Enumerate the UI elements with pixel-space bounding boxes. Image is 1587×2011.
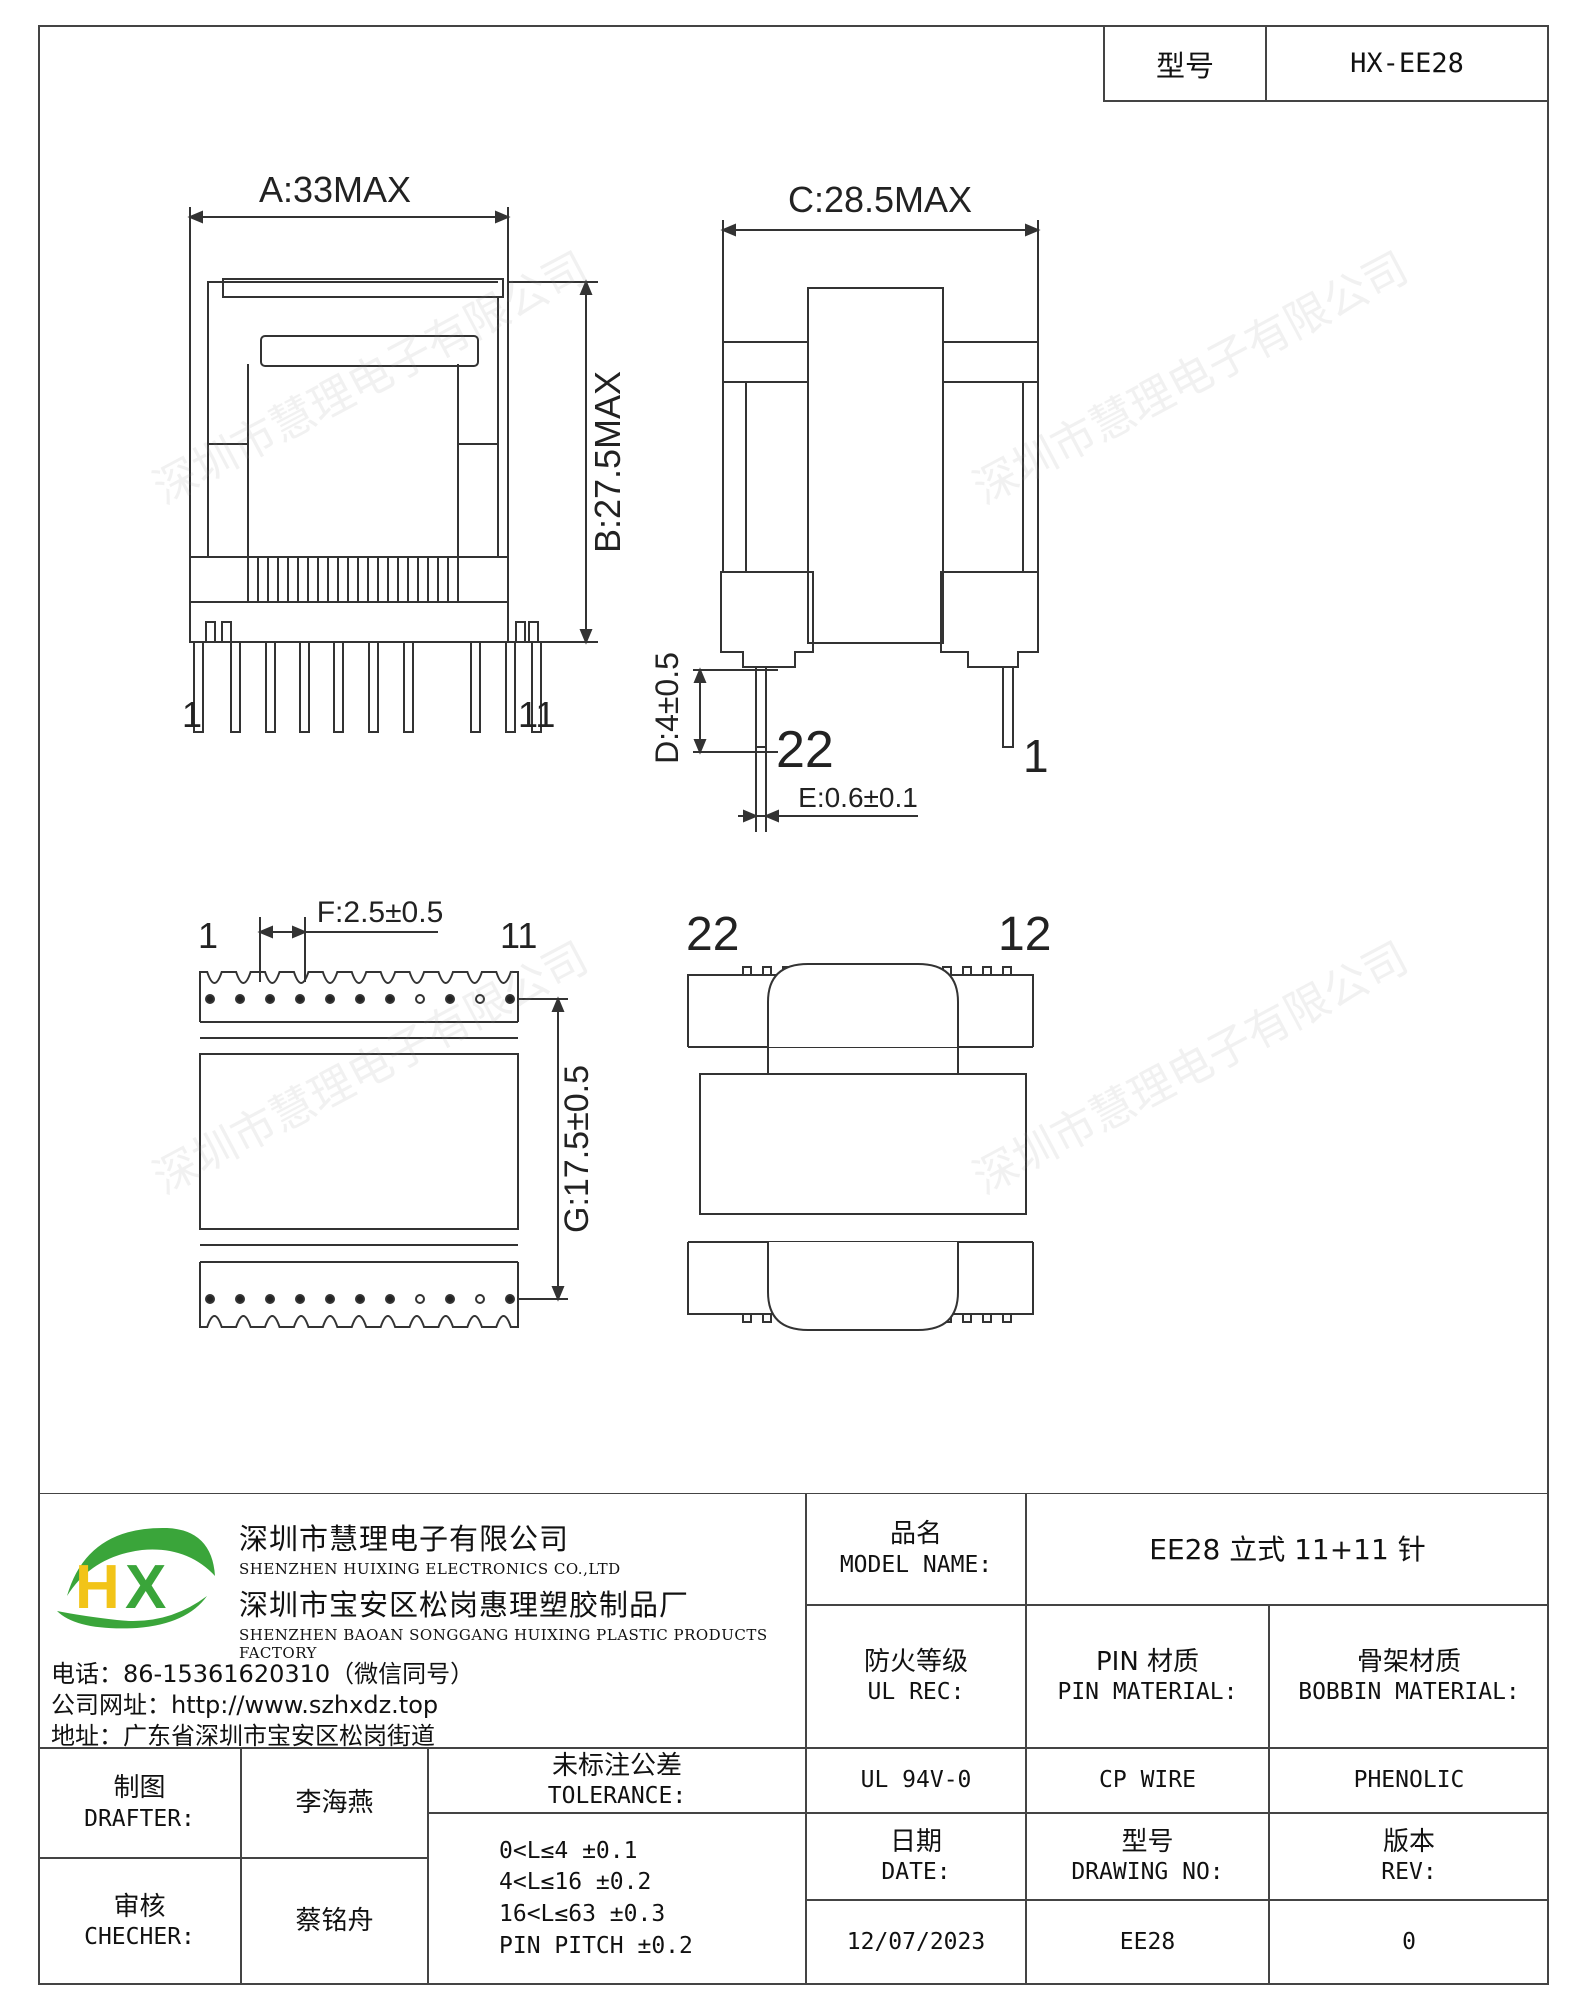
pin	[193, 641, 204, 733]
dim-a-label: A:33MAX	[259, 169, 411, 210]
pin-hole	[325, 1294, 335, 1304]
pin-label-1-bottom: 1	[198, 915, 218, 956]
rev-value: 0	[1269, 1900, 1549, 1985]
pin-label-22-side: 22	[776, 721, 834, 779]
pin-hole	[415, 1294, 425, 1304]
date-value: 12/07/2023	[806, 1900, 1026, 1985]
pin-stub	[528, 621, 539, 643]
pin-hole	[445, 1294, 455, 1304]
pin-material-value: CP WIRE	[1026, 1748, 1269, 1813]
date-label: 日期 DATE:	[806, 1813, 1026, 1900]
pin	[403, 641, 414, 733]
ul-label: 防火等级 UL REC:	[806, 1605, 1026, 1748]
bobbin-material-label: 骨架材质 BOBBIN MATERIAL:	[1269, 1605, 1549, 1748]
company-logo: H X	[57, 1527, 215, 1629]
pin-material-label: PIN 材质 PIN MATERIAL:	[1026, 1605, 1269, 1748]
drafter-label: 制图 DRAFTER:	[38, 1748, 241, 1858]
pin-hole	[265, 994, 275, 1004]
pin-label-11-bottom: 11	[500, 915, 537, 956]
dim-b-label: B:27.5MAX	[587, 371, 628, 553]
website: 公司网址：http://www.szhxdz.top	[51, 1691, 439, 1719]
pin-hole	[505, 994, 515, 1004]
pin-stub	[515, 621, 526, 643]
dim-c-label: C:28.5MAX	[788, 179, 972, 220]
pin-hole	[385, 1294, 395, 1304]
svg-text:X: X	[125, 1553, 166, 1622]
pin-hole	[235, 1294, 245, 1304]
svg-text:H: H	[75, 1553, 120, 1622]
pin-stub	[221, 621, 232, 643]
pin	[505, 641, 516, 733]
top-view: 22 12	[686, 908, 1051, 1331]
factory-name-cn: 深圳市宝安区松岗惠理塑胶制品厂	[239, 1588, 690, 1622]
side-view: C:28.5MAX D:4±0.5 E:0.6±0.1 22 1	[649, 179, 1049, 832]
dim-e-label: E:0.6±0.1	[798, 782, 918, 813]
pin	[299, 641, 310, 733]
pin	[368, 641, 379, 733]
checker-value: 蔡铭舟	[241, 1858, 428, 1985]
pin-hole	[475, 1294, 485, 1304]
pin-hole	[295, 994, 305, 1004]
factory-name-en: SHENZHEN BAOAN SONGGANG HUIXING PLASTIC …	[239, 1626, 768, 1662]
bobbin-material-value: PHENOLIC	[1269, 1748, 1549, 1813]
pin-hole	[325, 994, 335, 1004]
pin-hole	[205, 1294, 215, 1304]
dim-g-label: G:17.5±0.5	[558, 1065, 596, 1233]
technical-drawing: A:33MAX B:27.5MAX 1 11 C:28.5MAX	[182, 169, 1051, 1331]
pin-hole	[385, 994, 395, 1004]
title-block: H X 深圳市慧理电子有限公司 SHENZHEN HUIXING ELECTRO…	[38, 1493, 1549, 1985]
dim-f-label: F:2.5±0.5	[317, 896, 444, 929]
pin-hole	[235, 994, 245, 1004]
pin-label-22-top: 22	[686, 908, 739, 961]
ul-value: UL 94V-0	[806, 1748, 1026, 1813]
pin-hole	[475, 994, 485, 1004]
pin	[265, 641, 276, 733]
tolerance-list: 0<L≤4 ±0.1 4<L≤16 ±0.2 16<L≤63 ±0.3 PIN …	[428, 1813, 806, 1985]
drafter-value: 李海燕	[241, 1748, 428, 1858]
pin	[470, 641, 481, 733]
model-name-value: EE28 立式 11+11 针	[1026, 1493, 1549, 1605]
company-info: H X 深圳市慧理电子有限公司 SHENZHEN HUIXING ELECTRO…	[38, 1493, 806, 1750]
pin-hole	[295, 1294, 305, 1304]
drawing-no-label: 型号 DRAWING NO:	[1026, 1813, 1269, 1900]
pin-hole	[355, 1294, 365, 1304]
pin-label-1-side: 1	[1023, 730, 1049, 782]
company-name-en: SHENZHEN HUIXING ELECTRONICS CO.,LTD	[239, 1560, 621, 1578]
phone: 电话：86-15361620310（微信同号）	[51, 1660, 475, 1688]
pin-hole	[505, 1294, 515, 1304]
model-label: 型号	[1105, 27, 1267, 100]
pin-hole	[265, 1294, 275, 1304]
model-name-label: 品名 MODEL NAME:	[806, 1493, 1026, 1605]
bottom-view: 1 11 F:2.5±0.5 G:17.5±0.5	[198, 896, 596, 1328]
pin	[230, 641, 241, 733]
pin-label-1: 1	[182, 694, 202, 735]
pin-stub	[205, 621, 216, 643]
address: 地址：广东省深圳市宝安区松岗街道	[51, 1722, 435, 1750]
tolerance-label: 未标注公差 TOLERANCE:	[428, 1748, 806, 1813]
pin-hole	[415, 994, 425, 1004]
drawing-no-value: EE28	[1026, 1900, 1269, 1985]
rev-label: 版本 REV:	[1269, 1813, 1549, 1900]
pin-hole	[205, 994, 215, 1004]
pin-hole	[445, 994, 455, 1004]
pin	[333, 641, 344, 733]
dim-d-label: D:4±0.5	[649, 652, 685, 764]
pin-label-11: 11	[518, 694, 555, 735]
pin-label-12-top: 12	[998, 908, 1051, 961]
pin-hole	[355, 994, 365, 1004]
company-name-cn: 深圳市慧理电子有限公司	[239, 1522, 570, 1556]
front-view: A:33MAX B:27.5MAX 1 11	[182, 169, 628, 735]
checker-label: 审核 CHECHER:	[38, 1858, 241, 1985]
model-value: HX-EE28	[1350, 48, 1464, 79]
model-header: 型号 HX-EE28	[1103, 25, 1549, 102]
